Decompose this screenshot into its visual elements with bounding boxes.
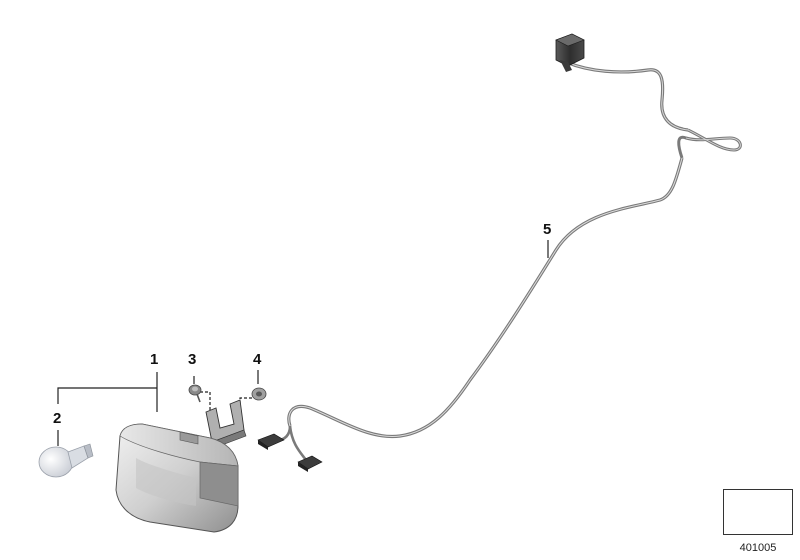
- harness-cable-main: [287, 157, 684, 439]
- wiring-harness: [275, 60, 742, 461]
- diagram-number: 401005: [739, 542, 777, 554]
- harness-cable-main-highlight: [288, 157, 683, 438]
- harness-loop: [677, 128, 742, 159]
- leader-line-1-branch: [57, 387, 157, 404]
- harness-main-connector: [555, 33, 585, 72]
- leader-line-3-dash: [200, 391, 211, 410]
- callout-part-4: 4: [253, 351, 262, 368]
- harness-cable-top-highlight: [565, 61, 689, 131]
- callout-part-1: 1: [150, 351, 159, 368]
- harness-flat-connector-b: [297, 455, 323, 472]
- callout-part-5: 5: [543, 221, 552, 238]
- harness-flat-connector-a: [257, 433, 285, 450]
- callout-part-3: 3: [188, 351, 197, 368]
- screw: [188, 384, 202, 403]
- callout-part-2: 2: [53, 410, 62, 427]
- reference-frame: [723, 489, 793, 535]
- bulb: [38, 443, 94, 478]
- nut: [251, 387, 267, 401]
- leader-lines: [57, 240, 549, 446]
- leader-line-4-dash: [239, 397, 252, 424]
- harness-branch-b: [288, 425, 308, 461]
- harness-loop-highlight: [685, 129, 741, 151]
- lamp-housing: [115, 423, 239, 533]
